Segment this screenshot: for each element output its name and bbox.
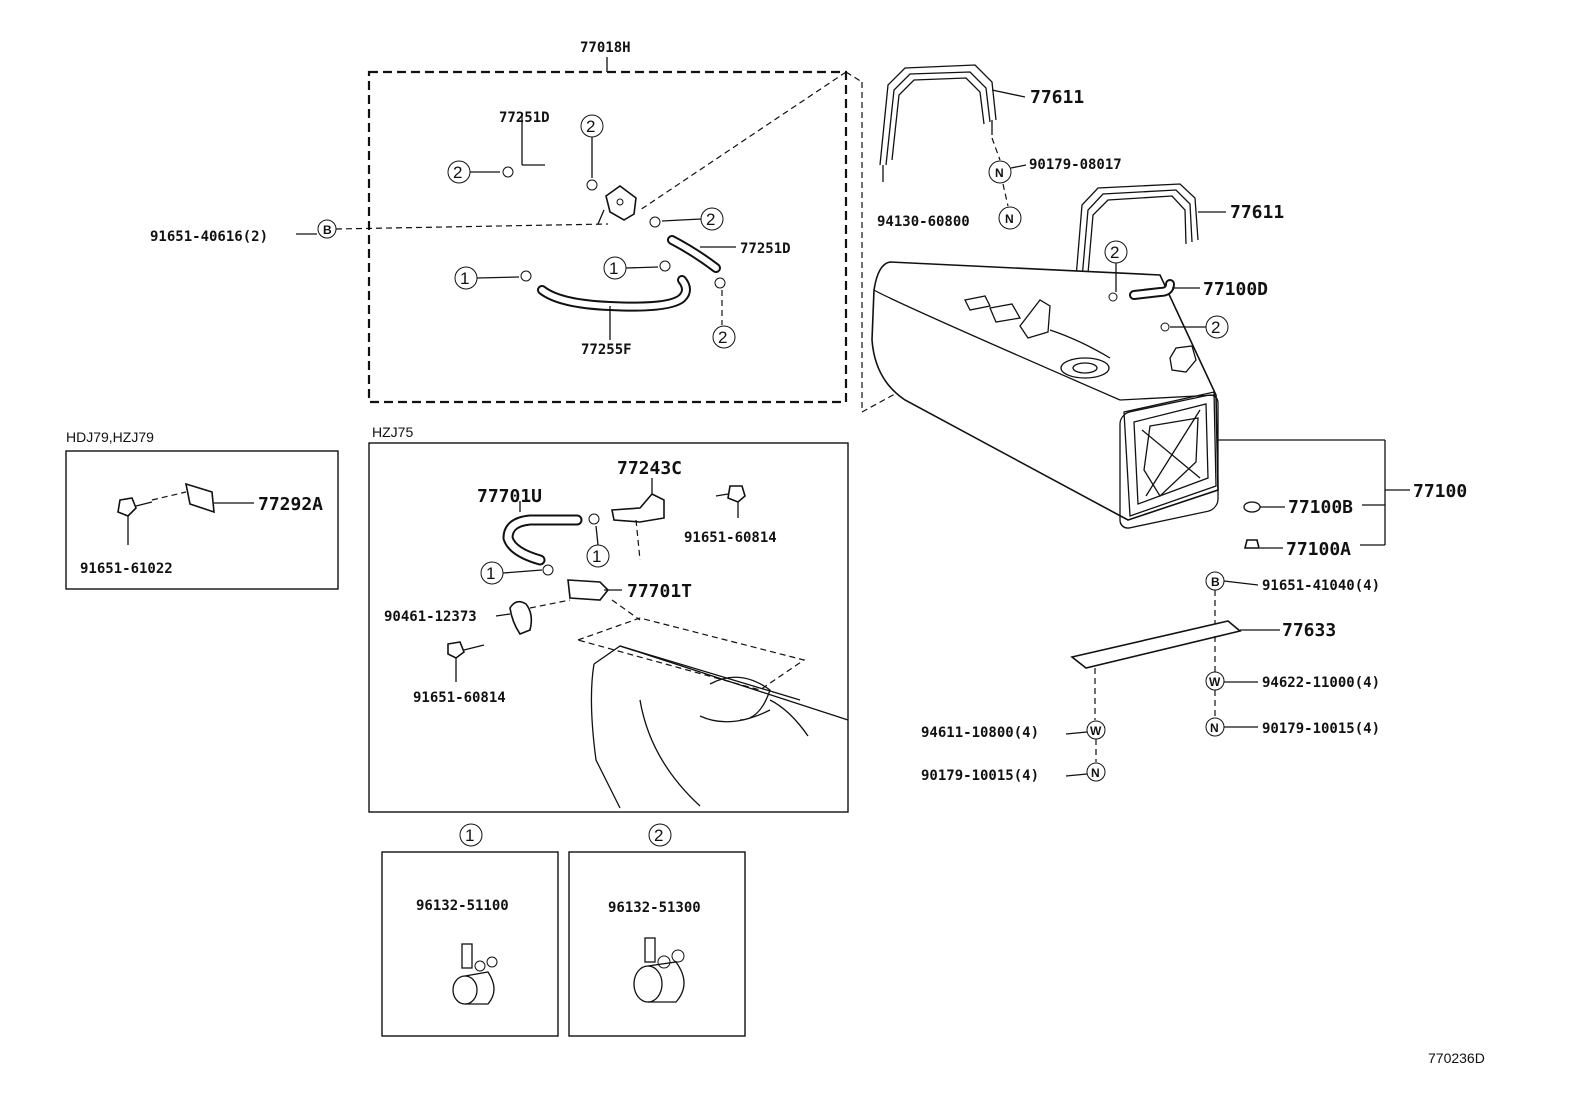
diagram-id: 770236D: [1428, 1050, 1485, 1066]
label-94622-11000[interactable]: 94622-11000(4): [1262, 675, 1380, 691]
svg-text:2: 2: [453, 163, 462, 182]
clip-detail-2: 2 96132-51300: [568, 823, 746, 1037]
label-77701U[interactable]: 77701U: [477, 486, 542, 507]
svg-text:2: 2: [586, 117, 595, 136]
svg-text:1: 1: [486, 564, 495, 583]
label-77611-b[interactable]: 77611: [1230, 202, 1284, 223]
clip-detail-1: 1 96132-51100: [381, 823, 559, 1037]
label-91651-41040[interactable]: 91651-41040(4): [1262, 578, 1380, 594]
label-96132-51100[interactable]: 96132-51100: [416, 898, 509, 914]
hdj79-group: HDJ79,HZJ79 77292A 91651-61022: [65, 429, 339, 590]
svg-text:N: N: [1091, 766, 1100, 780]
label-90179-10015-a[interactable]: 90179-10015(4): [1262, 721, 1380, 737]
callout-2-b: 2: [580, 114, 604, 178]
label-77251D-upper[interactable]: 77251D: [499, 110, 550, 126]
svg-text:2: 2: [1211, 318, 1220, 337]
svg-text:N: N: [1005, 212, 1014, 226]
svg-text:2: 2: [706, 210, 715, 229]
label-77701T[interactable]: 77701T: [627, 581, 692, 602]
label-77292A[interactable]: 77292A: [258, 494, 323, 515]
svg-text:N: N: [1210, 721, 1219, 735]
label-77100A[interactable]: 77100A: [1286, 539, 1351, 560]
svg-text:W: W: [1209, 675, 1221, 689]
hzj75-group: HZJ75 77701U 77243C 91651-60814 77701T 1: [368, 424, 849, 813]
label-90461-12373[interactable]: 90461-12373: [384, 609, 477, 625]
label-77255F[interactable]: 77255F: [581, 342, 632, 358]
svg-text:1: 1: [460, 269, 469, 288]
svg-text:N: N: [995, 166, 1004, 180]
svg-text:1: 1: [609, 259, 618, 278]
callout-77100A: 77100A: [1243, 539, 1385, 560]
caption-hdj79: HDJ79,HZJ79: [66, 429, 154, 445]
label-77100B[interactable]: 77100B: [1288, 497, 1353, 518]
label-96132-51300[interactable]: 96132-51300: [608, 900, 701, 916]
label-77100D[interactable]: 77100D: [1203, 279, 1268, 300]
callout-91651-40616: 91651-40616(2) B: [150, 219, 609, 245]
callout-1-d: 1: [480, 561, 543, 585]
label-90179-10015-b[interactable]: 90179-10015(4): [921, 768, 1039, 784]
label-77611-a[interactable]: 77611: [1030, 87, 1084, 108]
plate-77633: B 91651-41040(4) 77633 W 94622-11000(4) …: [921, 571, 1380, 784]
callout-1-b: 1: [603, 256, 659, 280]
svg-text:1: 1: [592, 547, 601, 566]
callout-1-c: 1: [586, 525, 610, 568]
callout-77100B: 77100B: [1243, 497, 1385, 518]
label-91651-60814-b[interactable]: 91651-60814: [413, 690, 506, 706]
callout-1-a: 1: [454, 266, 520, 290]
svg-text:1: 1: [465, 826, 474, 845]
label-94611-10800[interactable]: 94611-10800(4): [921, 725, 1039, 741]
svg-text:2: 2: [654, 826, 663, 845]
label-77633[interactable]: 77633: [1282, 620, 1336, 641]
band-77611-left: 77611: [879, 64, 1084, 182]
label-94130-60800[interactable]: 94130-60800: [877, 214, 970, 230]
label-77243C[interactable]: 77243C: [617, 458, 682, 479]
svg-text:B: B: [323, 223, 332, 237]
caption-hzj75: HZJ75: [372, 424, 413, 440]
callout-nut-90179-08017: N 90179-08017 N 94130-60800: [877, 137, 1122, 230]
callout-2-a: 2: [447, 160, 500, 184]
callout-2-c: 2: [661, 207, 724, 231]
callout-2-d: 2: [712, 290, 736, 349]
fuel-tank: 77100: [871, 261, 1467, 545]
label-90179-08017[interactable]: 90179-08017: [1029, 157, 1122, 173]
label-77100[interactable]: 77100: [1413, 481, 1467, 502]
label-91651-60814-a[interactable]: 91651-60814: [684, 530, 777, 546]
label-77018H[interactable]: 77018H: [580, 40, 631, 56]
label-91651-40616[interactable]: 91651-40616(2): [150, 229, 268, 245]
svg-text:B: B: [1211, 575, 1220, 589]
svg-text:W: W: [1090, 724, 1102, 738]
svg-text:2: 2: [1110, 243, 1119, 262]
svg-text:2: 2: [718, 328, 727, 347]
hose-77100D: 77100D 2 2: [1104, 240, 1268, 339]
label-91651-61022[interactable]: 91651-61022: [80, 561, 173, 577]
label-77251D-lower[interactable]: 77251D: [740, 241, 791, 257]
